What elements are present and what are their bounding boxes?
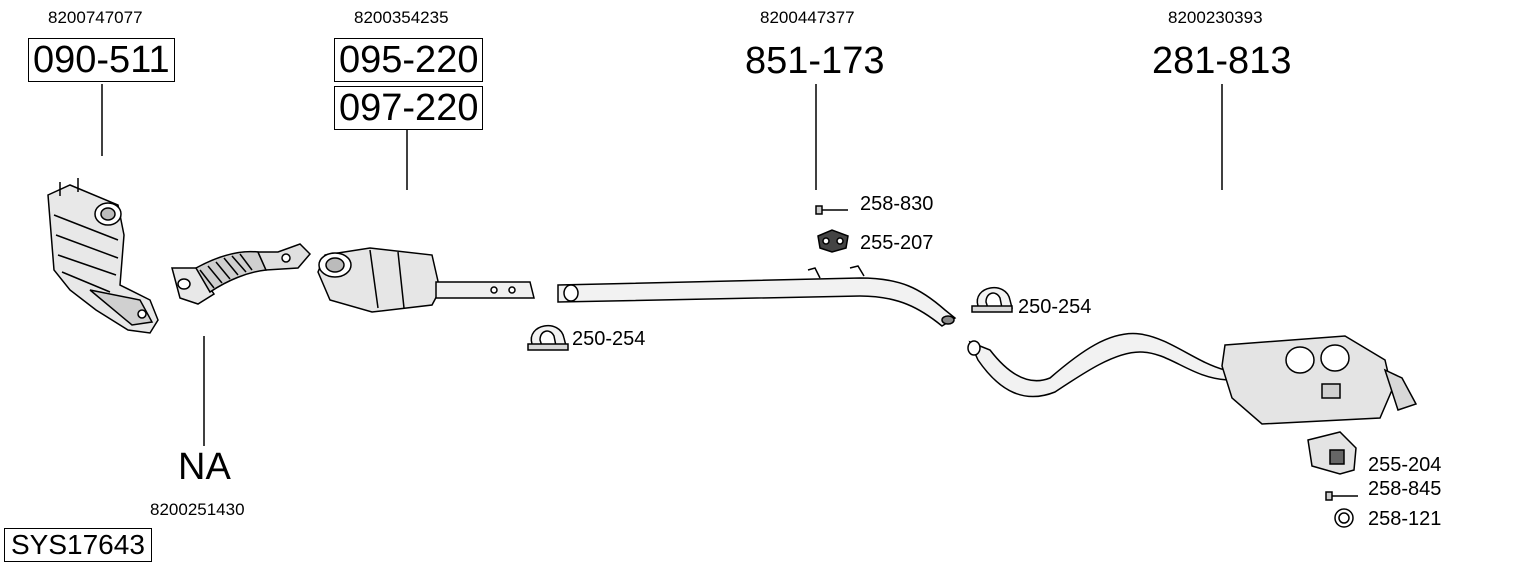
part-code-flex-pipe[interactable]: NA (178, 446, 231, 488)
rubber-hanger-icon (817, 229, 849, 253)
fitting-code-clamp-b[interactable]: 250-254 (1018, 296, 1092, 318)
fitting-code-hanger-b[interactable]: 255-204 (1368, 454, 1442, 476)
flex-pipe-icon (171, 243, 312, 305)
oem-number-dpf: 8200354235 (354, 8, 449, 27)
oem-number-flex-pipe: 8200251430 (150, 500, 245, 519)
middle-pipe-icon (557, 265, 957, 327)
fitting-code-bolt-b[interactable]: 258-845 (1368, 478, 1442, 500)
fitting-code-bolt-a[interactable]: 258-830 (860, 193, 934, 215)
bolt-icon (1325, 491, 1358, 501)
fitting-code-hanger-a[interactable]: 255-207 (860, 232, 934, 254)
oem-number-catalytic: 8200747077 (48, 8, 143, 27)
clamp-icon (527, 324, 569, 351)
part-code-dpf-alt[interactable]: 097-220 (334, 86, 484, 130)
part-code-catalytic[interactable]: 090-511 (28, 38, 175, 82)
catalytic-converter-icon (47, 178, 159, 334)
part-code-rear-silencer[interactable]: 281-813 (1152, 40, 1292, 82)
dpf-icon (317, 247, 535, 313)
oem-number-rear-silencer: 8200230393 (1168, 8, 1263, 27)
fitting-code-clamp-a[interactable]: 250-254 (572, 328, 646, 350)
part-code-dpf-primary[interactable]: 095-220 (334, 38, 484, 82)
bolt-icon (815, 205, 848, 215)
fitting-code-ring[interactable]: 258-121 (1368, 508, 1442, 530)
oem-number-middle-pipe: 8200447377 (760, 8, 855, 27)
ring-icon (1334, 508, 1354, 528)
part-code-middle-pipe[interactable]: 851-173 (745, 40, 885, 82)
rear-silencer-icon (967, 332, 1418, 425)
system-code: SYS17643 (4, 528, 152, 562)
bracket-hanger-icon (1307, 431, 1357, 475)
clamp-icon (971, 286, 1013, 313)
